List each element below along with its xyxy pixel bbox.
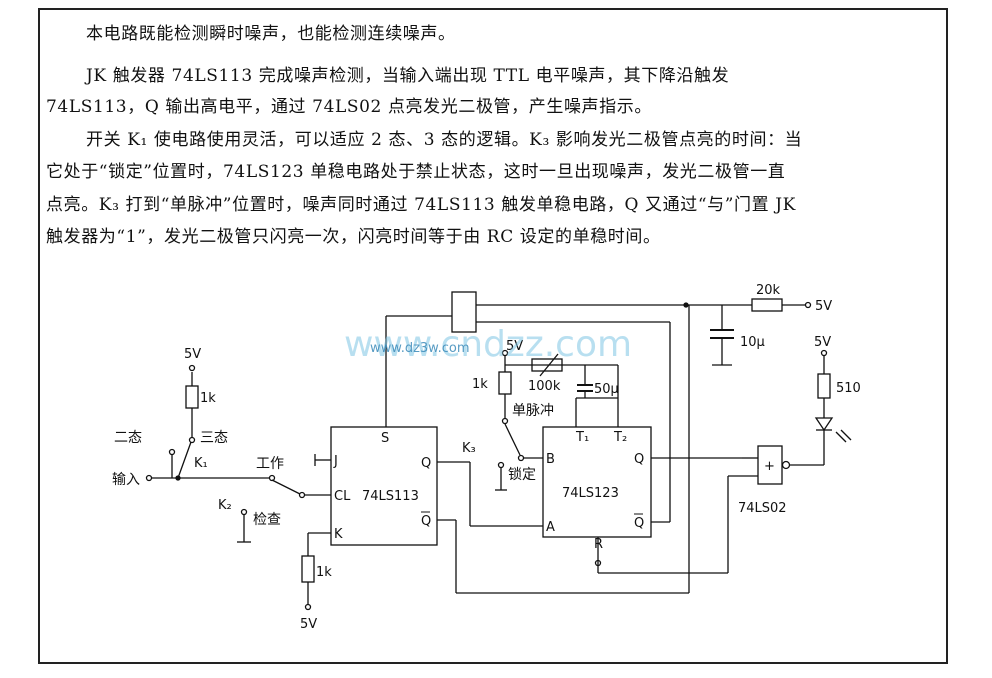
label-1k-k-pin: 1k bbox=[316, 565, 332, 580]
k1-switch-lever[interactable] bbox=[177, 441, 192, 479]
resistor-1k-k3 bbox=[498, 371, 512, 395]
pin-q-113: Q bbox=[421, 456, 431, 471]
pin-qbar-123: Q bbox=[634, 516, 644, 531]
resistor-20k bbox=[751, 298, 783, 312]
paragraph-3: 开关 K₁ 使电路使用灵活，可以适应 2 态、3 态的逻辑。K₃ 影响发光二极管… bbox=[86, 130, 803, 150]
top-device bbox=[451, 291, 477, 333]
pin-t1: T₁ bbox=[575, 430, 589, 445]
label-10u: 10μ bbox=[740, 335, 765, 350]
k3-switch-lever[interactable] bbox=[504, 423, 521, 456]
label-k1: K₁ bbox=[194, 456, 208, 471]
label-k2: K₂ bbox=[218, 498, 232, 513]
paragraph-2-cont: 74LS113，Q 输出高电平，通过 74LS02 点亮发光二极管，产生噪声指示… bbox=[46, 97, 652, 117]
label-input: 输入 bbox=[112, 472, 140, 488]
resistor-510 bbox=[817, 373, 831, 399]
pin-k: K bbox=[334, 527, 343, 542]
resistor-100k bbox=[531, 358, 563, 372]
label-single-pulse: 单脉冲 bbox=[512, 403, 554, 419]
page-frame bbox=[38, 8, 948, 664]
label-5v-k1: 5V bbox=[184, 347, 201, 362]
ic-74ls123-label: 74LS123 bbox=[562, 486, 619, 501]
paragraph-2: JK 触发器 74LS113 完成噪声检测，当输入端出现 TTL 电平噪声，其下… bbox=[86, 66, 730, 86]
pin-b: B bbox=[546, 452, 555, 467]
label-1k-k1: 1k bbox=[200, 391, 216, 406]
pin-r: R bbox=[594, 537, 603, 552]
watermark-sub: www.dz3w.com bbox=[370, 341, 470, 356]
label-50u: 50μ bbox=[594, 382, 619, 397]
label-three-state: 三态 bbox=[200, 430, 228, 446]
led-diode bbox=[814, 417, 834, 432]
k1-contact-two-state bbox=[168, 448, 176, 456]
label-20k: 20k bbox=[756, 283, 781, 298]
label-check: 检查 bbox=[253, 512, 281, 528]
pin-j: J bbox=[333, 454, 338, 469]
ic-74ls113-body bbox=[330, 426, 438, 546]
label-5v-123: 5V bbox=[506, 339, 523, 354]
k1-vcc-terminal bbox=[188, 364, 196, 372]
pin-s: S bbox=[381, 431, 389, 446]
label-work: 工作 bbox=[256, 456, 284, 472]
ic-74ls123-body bbox=[542, 426, 652, 538]
resistor-1k-k1 bbox=[185, 385, 199, 409]
label-100k: 100k bbox=[528, 379, 561, 394]
label-5v-k-pin: 5V bbox=[300, 617, 317, 632]
input-terminal[interactable] bbox=[145, 474, 153, 482]
label-510: 510 bbox=[836, 381, 861, 396]
k2-contact-check bbox=[240, 508, 248, 516]
paragraph-3-cont-3: 触发器为“1”，发光二极管只闪亮一次，闪亮时间等于由 RC 设定的单稳时间。 bbox=[46, 227, 661, 247]
ic-74ls02-label: 74LS02 bbox=[738, 501, 787, 516]
pin-q-123: Q bbox=[634, 452, 644, 467]
k1-contact-three-state bbox=[188, 436, 196, 444]
label-k3: K₃ bbox=[462, 441, 476, 456]
label-5v-20k: 5V bbox=[815, 299, 832, 314]
paragraph-3-cont-2: 点亮。K₃ 打到“单脉冲”位置时，噪声同时通过 74LS113 触发单稳电路，Q… bbox=[46, 195, 796, 215]
pin-t2: T₂ bbox=[613, 430, 627, 445]
k2-switch-lever[interactable] bbox=[271, 479, 301, 495]
watermark-main: www.cndzz.com bbox=[344, 324, 632, 365]
pin-qbar-113: Q bbox=[421, 514, 431, 529]
paragraph-1: 本电路既能检测瞬时噪声，也能检测连续噪声。 bbox=[86, 24, 456, 44]
label-lock: 锁定 bbox=[508, 467, 536, 483]
label-5v-led: 5V bbox=[814, 335, 831, 350]
label-1k-k3: 1k bbox=[472, 377, 488, 392]
label-two-state: 二态 bbox=[114, 430, 142, 446]
pin-a: A bbox=[546, 520, 555, 535]
gate-output-bubble bbox=[781, 460, 791, 470]
ic-74ls113-label: 74LS113 bbox=[362, 489, 419, 504]
pin-cl: CL bbox=[334, 489, 351, 504]
resistor-1k-k-pin bbox=[301, 555, 315, 583]
gate-symbol: + bbox=[764, 459, 775, 474]
paragraph-3-cont-1: 它处于“锁定”位置时，74LS123 单稳电路处于禁止状态，这时一旦出现噪声，发… bbox=[46, 162, 786, 182]
